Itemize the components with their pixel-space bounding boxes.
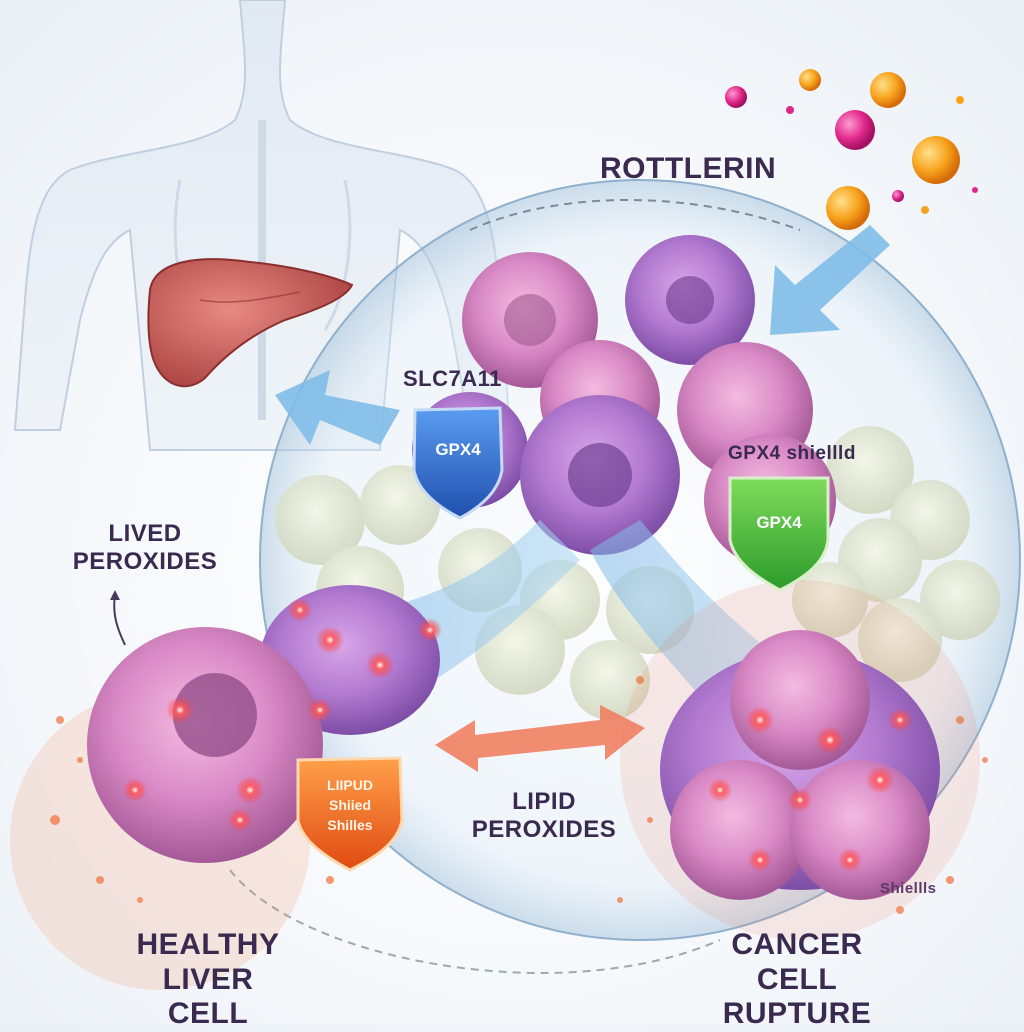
shield-icon-orange: [296, 756, 404, 872]
gpx4-shield-caption: GPX4 shiellld: [728, 443, 856, 464]
double-arrow-lipid-peroxides: [435, 705, 645, 772]
healthy-line1: HEALTHY: [136, 928, 280, 961]
lipid-peroxides-line2: PEROXIDES: [471, 815, 617, 843]
healthy-liver-cell-label: HEALTHY LIVER CELL: [128, 928, 288, 1032]
slc7a11-label: SLC7A11: [403, 366, 502, 391]
pointer-lived-peroxides: [113, 594, 126, 646]
lived-peroxides-label: LIVED PEROXIDES: [66, 520, 224, 575]
cancer-line2: RUPTURE: [722, 997, 872, 1030]
healthy-liver-cell: [10, 585, 442, 990]
shield-icon-blue: [412, 406, 504, 520]
liver-organ-icon: [147, 258, 354, 388]
shield-orange-label-3: Shilles: [327, 817, 372, 833]
cancer-line1: CANCER CELL: [731, 928, 863, 996]
lipid-peroxides-label: LIPID PEROXIDES: [470, 788, 618, 843]
arrow-rottlerin-in: [770, 225, 890, 335]
shields-small-label: Shiellls: [880, 880, 937, 897]
cancer-cell-rupture: [620, 580, 980, 940]
shield-orange-label-2: Shiied: [329, 797, 371, 813]
particles: [50, 676, 988, 914]
molecule-spheres-icon: [725, 69, 978, 230]
cancer-cell-rupture-label: CANCER CELL RUPTURE: [690, 928, 904, 1032]
shield-green-label: GPX4: [756, 513, 802, 532]
lived-peroxides-line2: PEROXIDES: [72, 547, 218, 575]
shield-icon-green: [728, 476, 830, 592]
healthy-line2: LIVER CELL: [162, 962, 254, 1031]
shield-blue-label: GPX4: [435, 440, 481, 459]
rottlerin-label: ROTTLERIN: [600, 152, 777, 185]
lived-peroxides-line1: LIVED: [108, 520, 182, 547]
arrow-to-liver: [275, 370, 400, 445]
lipid-peroxides-line1: LIPID: [512, 788, 576, 815]
shield-orange-label-1: LIIPUD: [327, 777, 373, 793]
